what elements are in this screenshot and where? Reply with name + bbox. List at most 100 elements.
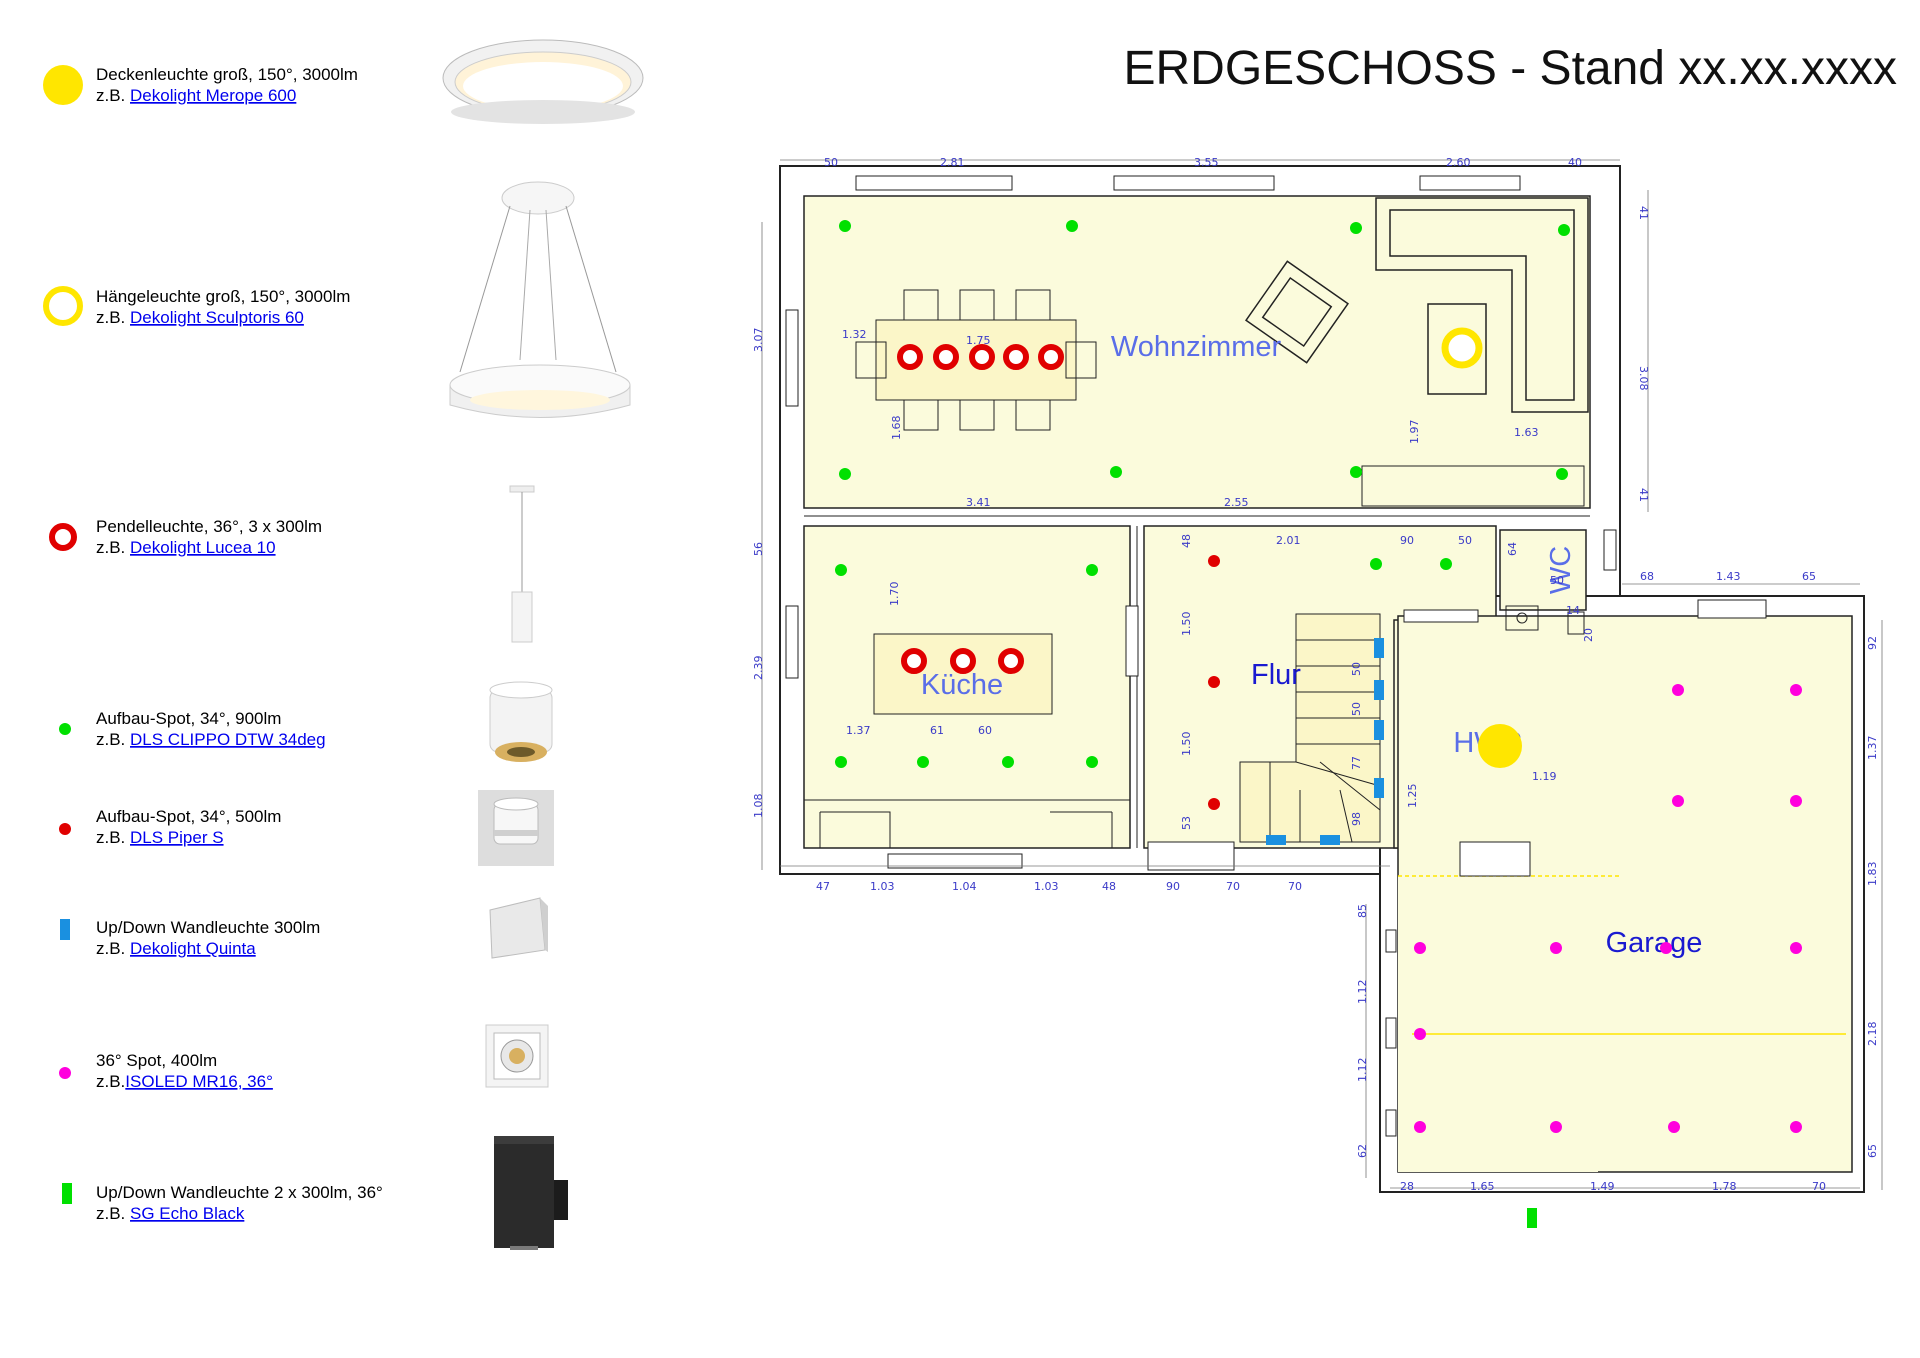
- surface-spot-green[interactable]: [1002, 756, 1014, 768]
- legend-example: z.B. DLS CLIPPO DTW 34deg: [96, 730, 326, 749]
- spot-magenta[interactable]: [1414, 1028, 1426, 1040]
- red-dot-icon: [59, 823, 71, 835]
- surface-spot-red[interactable]: [1208, 555, 1220, 567]
- dim-label: 1.97: [1408, 420, 1421, 445]
- surface-spot-green[interactable]: [835, 564, 847, 576]
- echo-black-image: [494, 1136, 568, 1250]
- spot-magenta[interactable]: [1790, 1121, 1802, 1133]
- spot-magenta[interactable]: [1660, 942, 1672, 954]
- surface-spot-green[interactable]: [1370, 558, 1382, 570]
- dim-label: 1.12: [1356, 980, 1369, 1005]
- dim-label: 1.75: [966, 334, 991, 347]
- pendant-spot[interactable]: [933, 344, 959, 370]
- legend-example: z.B. Dekolight Lucea 10: [96, 538, 276, 557]
- surface-spot-green[interactable]: [917, 756, 929, 768]
- dim-label: 61: [930, 724, 944, 737]
- wall-updown-blue[interactable]: [1266, 835, 1286, 845]
- dim-label: 50: [1550, 574, 1564, 587]
- pendant-spot[interactable]: [1003, 344, 1029, 370]
- spot-magenta[interactable]: [1550, 942, 1562, 954]
- pendant-spot[interactable]: [1038, 344, 1064, 370]
- dim-label: 41: [1637, 206, 1650, 220]
- legend-title: Aufbau-Spot, 34°, 900lm: [96, 709, 281, 728]
- dim-label: 68: [1640, 570, 1654, 583]
- surface-spot-green[interactable]: [1558, 224, 1570, 236]
- dim-label: 70: [1288, 880, 1302, 893]
- legend-link[interactable]: DLS CLIPPO DTW 34deg: [130, 730, 326, 749]
- wall-updown-blue[interactable]: [1374, 638, 1384, 658]
- wall-updown-blue[interactable]: [1374, 720, 1384, 740]
- spot-magenta[interactable]: [1790, 795, 1802, 807]
- spot-magenta[interactable]: [1550, 1121, 1562, 1133]
- spot-magenta[interactable]: [1414, 942, 1426, 954]
- dim-label: 1.32: [842, 328, 867, 341]
- dim-label: 56: [752, 542, 765, 556]
- dim-label: 70: [1226, 880, 1240, 893]
- dim-label: 1.03: [870, 880, 895, 893]
- pendant-spot[interactable]: [950, 648, 976, 674]
- dim-label: 1.49: [1590, 1180, 1615, 1193]
- spot-magenta[interactable]: [1790, 684, 1802, 696]
- legend-link[interactable]: Dekolight Sculptoris 60: [130, 308, 304, 327]
- legend-link[interactable]: Dekolight Quinta: [130, 939, 256, 958]
- dim-label: 40: [1568, 156, 1582, 169]
- legend-example: z.B. DLS Piper S: [96, 828, 224, 847]
- pendant-spot[interactable]: [998, 648, 1024, 674]
- surface-spot-green[interactable]: [835, 756, 847, 768]
- legend-link[interactable]: DLS Piper S: [130, 828, 224, 847]
- spot-magenta[interactable]: [1672, 684, 1684, 696]
- piper-spot-image: [478, 790, 554, 866]
- surface-spot-red[interactable]: [1208, 676, 1220, 688]
- wall-updown-green[interactable]: [1527, 1208, 1537, 1228]
- room-label-wc: WC: [1545, 546, 1577, 594]
- legend-link[interactable]: ISOLED MR16, 36°: [125, 1072, 273, 1091]
- surface-spot-green[interactable]: [1556, 468, 1568, 480]
- spot-magenta[interactable]: [1414, 1121, 1426, 1133]
- legend-title: 36° Spot, 400lm: [96, 1051, 217, 1070]
- dim-label: 1.12: [1356, 1058, 1369, 1083]
- pendant-spot[interactable]: [897, 344, 923, 370]
- dim-label: 1.50: [1180, 612, 1193, 637]
- legend-link[interactable]: Dekolight Merope 600: [130, 86, 296, 105]
- dim-label: 85: [1356, 904, 1369, 918]
- quinta-lamp-image: [489, 897, 548, 959]
- dim-label: 20: [1582, 628, 1595, 642]
- legend-link[interactable]: SG Echo Black: [130, 1204, 245, 1223]
- surface-spot-green[interactable]: [1350, 466, 1362, 478]
- surface-spot-green[interactable]: [1086, 756, 1098, 768]
- surface-spot-green[interactable]: [1066, 220, 1078, 232]
- dim-label: 50: [824, 156, 838, 169]
- clippo-spot-image: [489, 681, 553, 762]
- dim-label: 48: [1102, 880, 1116, 893]
- ceiling-light[interactable]: [1478, 724, 1522, 768]
- dim-label: 1.19: [1532, 770, 1557, 783]
- spot-magenta[interactable]: [1790, 942, 1802, 954]
- spot-magenta[interactable]: [1668, 1121, 1680, 1133]
- wall-updown-blue[interactable]: [1374, 778, 1384, 798]
- dim-label: 3.07: [752, 328, 765, 353]
- dim-label: 98: [1350, 812, 1363, 826]
- legend-title: Deckenleuchte groß, 150°, 3000lm: [96, 65, 358, 84]
- ceiling-lamp-image: [442, 39, 644, 124]
- spot-magenta[interactable]: [1672, 795, 1684, 807]
- surface-spot-green[interactable]: [839, 220, 851, 232]
- surface-spot-green[interactable]: [1350, 222, 1362, 234]
- wall-updown-blue[interactable]: [1374, 680, 1384, 700]
- dimension-labels: 50 2.81 3.55 2.60 40 3.07 3.08 41 41 1.3…: [752, 156, 1879, 1193]
- surface-spot-green[interactable]: [1110, 466, 1122, 478]
- surface-spot-green[interactable]: [1086, 564, 1098, 576]
- surface-spot-red[interactable]: [1208, 798, 1220, 810]
- wall-updown-blue[interactable]: [1320, 835, 1340, 845]
- dimension-lines: [761, 159, 1883, 1190]
- pendant-spot[interactable]: [901, 648, 927, 674]
- pendant-spot-image: [509, 485, 535, 643]
- surface-spot-green[interactable]: [839, 468, 851, 480]
- surface-spot-green[interactable]: [1440, 558, 1452, 570]
- hanging-light[interactable]: [1441, 327, 1483, 369]
- dim-label: 1.04: [952, 880, 977, 893]
- green-bar-icon: [62, 1183, 72, 1204]
- legend-link[interactable]: Dekolight Lucea 10: [130, 538, 276, 557]
- dim-label: 28: [1400, 1180, 1414, 1193]
- pendant-spot[interactable]: [969, 344, 995, 370]
